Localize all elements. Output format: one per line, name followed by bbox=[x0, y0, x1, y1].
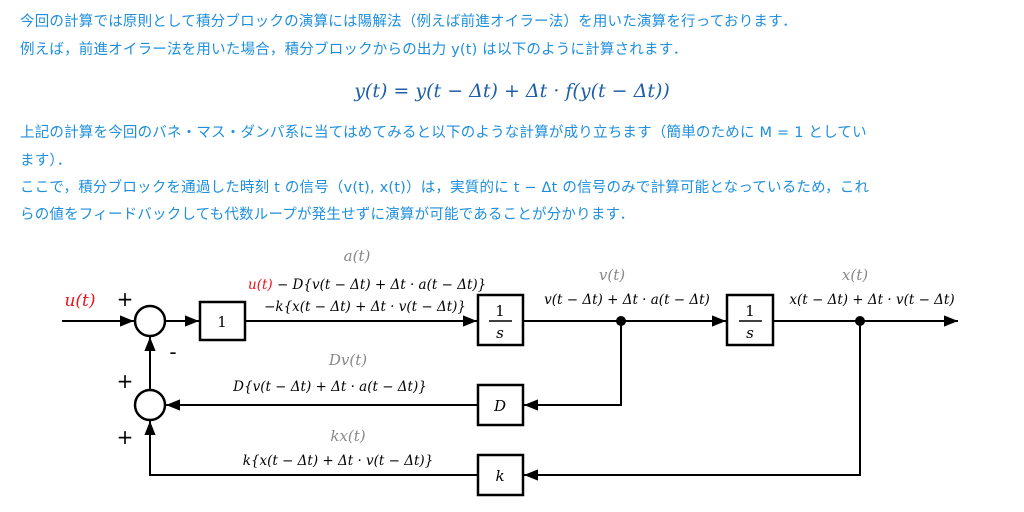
a-expression-1: u(t) − D{v(t − Δt) + Δt · a(t − Δt)} bbox=[248, 277, 486, 293]
sign-plus-top: + bbox=[117, 287, 134, 311]
wire-x-feedback bbox=[524, 321, 861, 481]
spring-value: k bbox=[495, 467, 504, 485]
dv-label: Dv(t) bbox=[328, 351, 367, 369]
integrator-2-num: 1 bbox=[745, 302, 755, 320]
sum-junction-feedback bbox=[133, 388, 167, 422]
kx-label: kx(t) bbox=[330, 427, 365, 445]
paragraph-line-4: ます）． bbox=[20, 153, 72, 169]
euler-equation: y(t) = y(t − Δt) + Δt · f(y(t − Δt)) bbox=[354, 80, 670, 102]
sign-plus-bottom: + bbox=[117, 425, 134, 449]
dv-expression: D{v(t − Δt) + Δt · a(t − Δt)} bbox=[232, 379, 427, 395]
integrator-1-num: 1 bbox=[495, 302, 505, 320]
integrator-2-den: s bbox=[746, 324, 754, 342]
kx-expression: k{x(t − Δt) + Δt · v(t − Δt)} bbox=[243, 453, 434, 469]
sum-junction-main bbox=[133, 304, 167, 338]
sign-plus-mid: + bbox=[117, 369, 134, 393]
paragraph-line-6: らの値をフィードバックしても代数ループが発生せずに演算が可能であることが分かりま… bbox=[20, 207, 635, 223]
damper-value: D bbox=[493, 397, 506, 415]
x-label: x(t) bbox=[842, 266, 868, 284]
integrator-1-den: s bbox=[496, 324, 504, 342]
input-label: u(t) bbox=[64, 291, 95, 311]
x-expression: x(t − Δt) + Δt · v(t − Δt) bbox=[789, 292, 954, 308]
wire-kx bbox=[144, 421, 478, 476]
branch-point-x bbox=[855, 316, 865, 326]
a-expression-2: −k{x(t − Δt) + Δt · v(t − Δt)} bbox=[264, 299, 466, 315]
paragraph-line-5: ここで，積分ブロックを通過した時刻 t の信号（v(t), x(t)）は，実質的… bbox=[20, 180, 870, 196]
a-expression-input: u(t) bbox=[248, 277, 273, 293]
gain-value: 1 bbox=[217, 313, 227, 331]
sign-minus: - bbox=[169, 340, 176, 364]
paragraph-line-1: 今回の計算では原則として積分ブロックの演算には陽解法（例えば前進オイラー法）を用… bbox=[20, 14, 797, 30]
v-expression: v(t − Δt) + Δt · a(t − Δt) bbox=[544, 292, 710, 308]
v-label: v(t) bbox=[599, 266, 625, 284]
a-label: a(t) bbox=[344, 247, 371, 265]
paragraph-line-3: 上記の計算を今回のバネ・マス・ダンパ系に当てはめてみると以下のような計算が成り立… bbox=[20, 125, 867, 141]
paragraph-line-2: 例えば，前進オイラー法を用いた場合，積分ブロックからの出力 y(t) は以下のよ… bbox=[20, 42, 688, 58]
a-expression-damper-term: − D{v(t − Δt) + Δt · a(t − Δt)} bbox=[273, 277, 487, 293]
branch-point-v bbox=[616, 316, 626, 326]
wire-v-feedback bbox=[524, 321, 622, 411]
